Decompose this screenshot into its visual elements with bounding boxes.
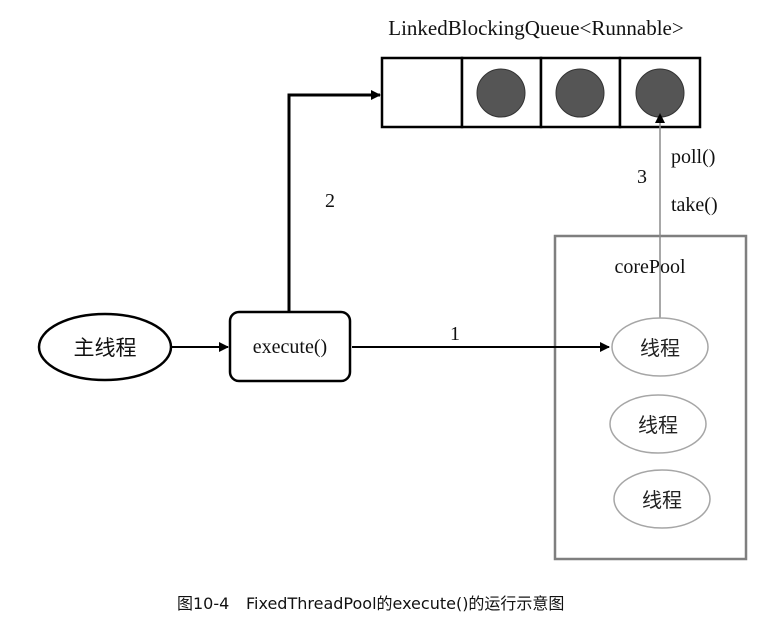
- queue: [380, 56, 702, 129]
- main-thread-node: [37, 312, 173, 382]
- arrow-execute-to-queue: [287, 90, 381, 312]
- step-2-label: 2: [325, 190, 335, 212]
- queue-slot-1: [380, 56, 464, 129]
- execute-node: [228, 310, 352, 383]
- execute-label: execute(): [253, 336, 327, 358]
- step-3-label: 3: [637, 166, 647, 188]
- core-pool-label: corePool: [614, 256, 686, 278]
- queue-task-ball: [635, 68, 685, 118]
- queue-title: LinkedBlockingQueue<Runnable>: [388, 16, 683, 40]
- figure-caption: FixedThreadPool的execute()的运行示意图: [246, 594, 564, 613]
- core-thread-label: 线程: [640, 336, 680, 360]
- take-label: take(): [671, 194, 718, 216]
- core-thread-label: 线程: [638, 413, 678, 437]
- queue-task-ball: [476, 68, 526, 118]
- core-thread-node: [609, 394, 707, 454]
- step-1-label: 1: [450, 323, 460, 345]
- poll-label: poll(): [671, 146, 715, 168]
- core-thread-label: 线程: [642, 488, 682, 512]
- core-thread-node: [611, 317, 709, 377]
- queue-task-ball: [555, 68, 605, 118]
- figure-number: 图10-4: [177, 594, 229, 613]
- main-thread-label: 主线程: [74, 336, 137, 360]
- core-thread-node: [613, 469, 711, 529]
